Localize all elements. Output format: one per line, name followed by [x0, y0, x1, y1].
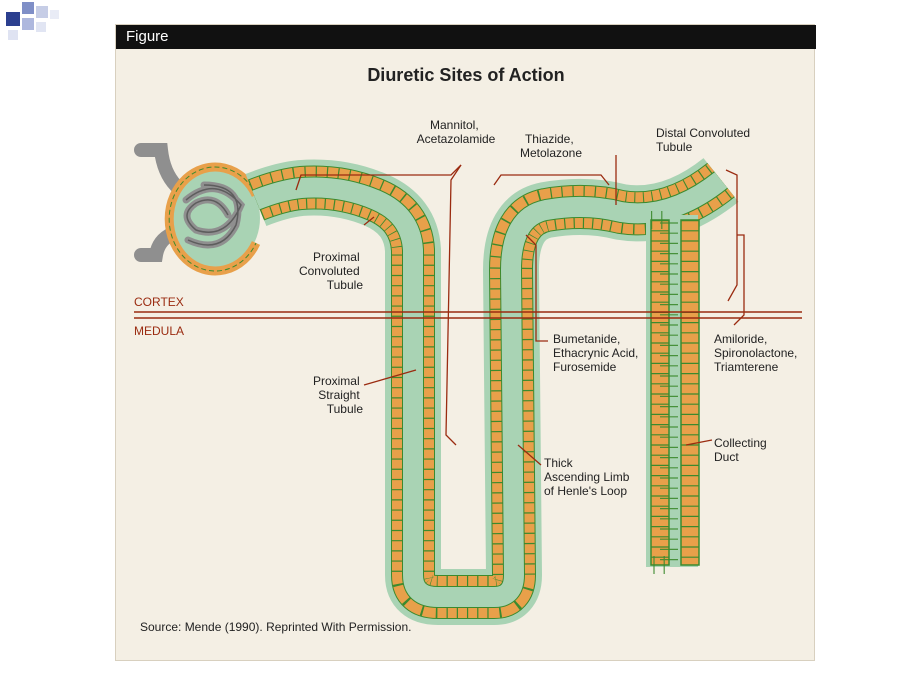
label-proximal-straight-tubule: Proximal Straight Tubule [313, 374, 363, 416]
nephron-tubule [245, 157, 739, 625]
label-proximal-convoluted-tubule: Proximal Convoluted Tubule [299, 250, 363, 292]
leader-lines [295, 155, 745, 466]
medula-label: MEDULA [134, 324, 184, 338]
bowmans-capsule [164, 162, 261, 276]
cortex-label: CORTEX [134, 295, 184, 309]
source-citation: Source: Mende (1990). Reprinted With Per… [140, 620, 412, 634]
label-amiloride: Amiloride, Spironolactone, Triamterene [714, 332, 801, 374]
label-thiazide: Thiazide, Metolazone [520, 132, 582, 160]
label-mannitol: Mannitol, Acetazolamide [417, 118, 496, 146]
slide-corner-decoration [0, 0, 90, 60]
figure-header-label: Figure [126, 28, 169, 45]
figure-header-bar: Figure [116, 25, 816, 49]
cortex-medulla-boundary [134, 311, 802, 319]
collecting-duct [646, 211, 700, 574]
figure-title: Diuretic Sites of Action [367, 65, 565, 85]
label-bumetanide: Bumetanide, Ethacrynic Acid, Furosemide [553, 332, 642, 374]
figure-panel: Figure Diuretic Sites of Action [115, 24, 816, 661]
nephron-diagram: CORTEX MEDULA Mannitol, Acetazolamide Th… [134, 118, 802, 625]
label-thick-ascending-limb: Thick Ascending Limb of Henle's Loop [544, 456, 633, 498]
label-distal-convoluted-tubule: Distal Convoluted Tubule [656, 126, 753, 154]
label-collecting-duct: Collecting Duct [714, 436, 770, 464]
